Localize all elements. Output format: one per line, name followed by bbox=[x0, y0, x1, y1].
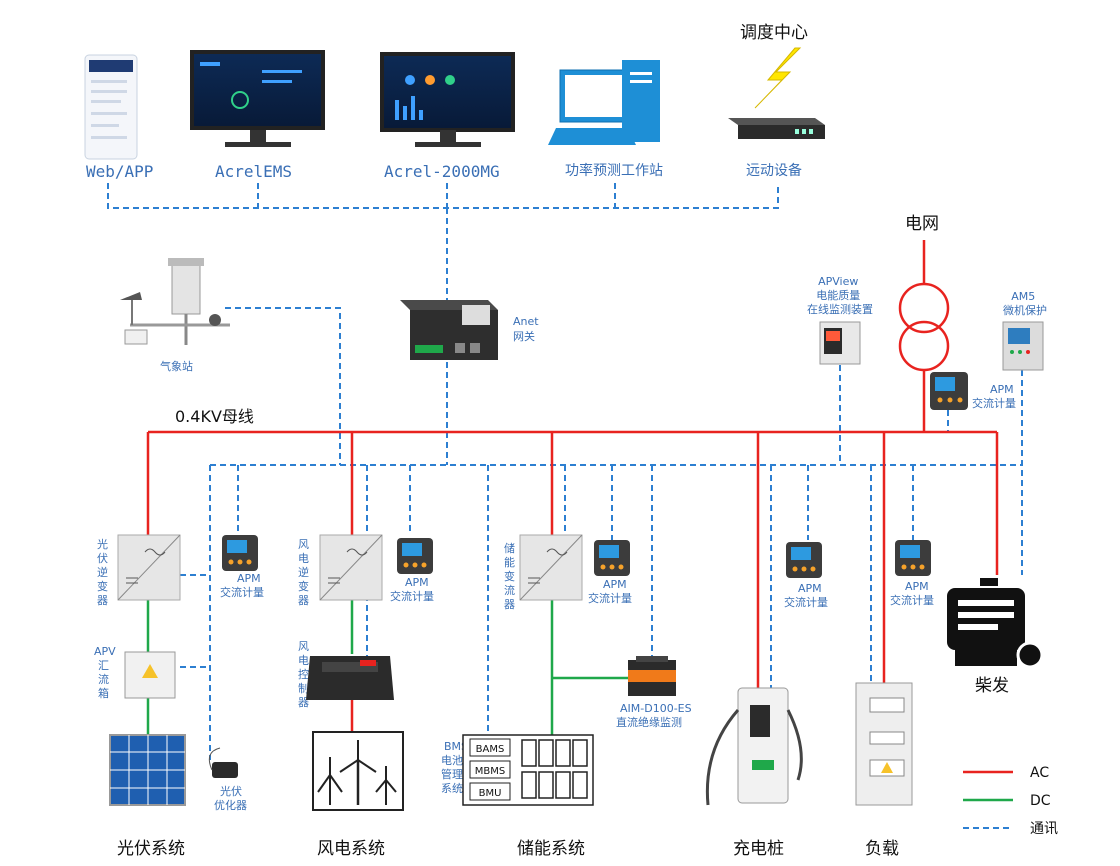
acrel-ems-label: AcrelEMS bbox=[215, 162, 292, 181]
dispatch-center-label: 调度中心 bbox=[740, 23, 808, 43]
acrel-ems-monitor-icon bbox=[190, 50, 325, 147]
pv-combiner-label: APV 汇 流 箱 bbox=[94, 645, 119, 700]
am5-relay-icon bbox=[1002, 321, 1044, 371]
storage-apm-meter-icon bbox=[594, 540, 630, 576]
pv-apm-label: APM 交流计量 bbox=[220, 572, 264, 599]
forecast-station-label: 功率预测工作站 bbox=[565, 162, 663, 179]
wind-controller-label: 风 电 控 制 器 bbox=[298, 640, 313, 709]
wind-turbine-icon bbox=[312, 731, 404, 811]
pv-inverter-icon bbox=[117, 534, 181, 601]
pv-apm-meter-icon bbox=[222, 535, 258, 571]
pv-optimizer-label: 光伏 优化器 bbox=[214, 784, 247, 812]
pv-panel-icon bbox=[109, 734, 186, 806]
wind-inverter-label: 风 电 逆 变 器 bbox=[298, 538, 313, 607]
charging-label: 充电桩 bbox=[733, 839, 784, 859]
dc-lines bbox=[146, 600, 630, 735]
telecontrol-device-icon bbox=[728, 118, 825, 139]
transformer-icon bbox=[898, 282, 950, 372]
pv-inverter-label: 光 伏 逆 变 器 bbox=[97, 537, 112, 607]
acrel-2000mg-label: Acrel-2000MG bbox=[384, 162, 500, 181]
apview-label: APView 电能质量 在线监测装置 bbox=[807, 275, 873, 316]
charging-apm-meter-icon bbox=[786, 542, 822, 578]
apview-device-icon bbox=[819, 321, 861, 365]
diesel-generator-icon bbox=[947, 578, 1044, 669]
wind-apm-label: APM 交流计量 bbox=[390, 576, 434, 603]
pv-system-label: 光伏系统 bbox=[117, 839, 185, 859]
am5-label: AM5 微机保护 bbox=[1003, 290, 1047, 317]
grid-apm-label: APM 交流计量 bbox=[972, 383, 1017, 410]
lightning-icon bbox=[754, 47, 802, 109]
legend-dc: DC bbox=[1030, 793, 1051, 809]
storage-pcs-label: 储 能 变 流 器 bbox=[504, 541, 519, 611]
pv-optimizer-icon bbox=[208, 747, 238, 778]
bms-panel: BAMS MBMS BMU bbox=[462, 734, 594, 806]
aim-monitor-icon bbox=[628, 656, 676, 696]
mbms-box: MBMS bbox=[475, 766, 505, 777]
grid-label: 电网 bbox=[905, 214, 939, 234]
legend-comm: 通讯 bbox=[1030, 821, 1058, 837]
telecontrol-label: 远动设备 bbox=[746, 162, 802, 179]
anet-gateway-icon bbox=[400, 300, 498, 360]
wind-apm-meter-icon bbox=[397, 538, 433, 574]
legend-ac: AC bbox=[1030, 765, 1049, 781]
comm-lines bbox=[107, 183, 1023, 760]
storage-apm-label: APM 交流计量 bbox=[588, 578, 632, 605]
storage-system-label: 储能系统 bbox=[517, 839, 585, 859]
load-label: 负载 bbox=[865, 839, 899, 859]
legend: AC DC 通讯 bbox=[963, 765, 1058, 837]
wind-controller-icon bbox=[306, 656, 394, 700]
workstation-computer-icon bbox=[548, 60, 660, 145]
load-apm-label: APM 交流计量 bbox=[890, 580, 934, 607]
grid-apm-meter-icon bbox=[930, 372, 968, 410]
charging-pile-icon bbox=[705, 687, 803, 806]
battery-cells-icon bbox=[521, 739, 588, 799]
aim-label: AIM-D100-ES 直流绝缘监测 bbox=[616, 702, 695, 729]
weather-station-icon bbox=[120, 258, 230, 345]
bams-box: BAMS bbox=[476, 744, 505, 755]
gateway-label: Anet 网关 bbox=[513, 315, 542, 343]
diesel-label: 柴发 bbox=[975, 676, 1009, 696]
bmu-box: BMU bbox=[479, 788, 502, 799]
web-app-phone-icon bbox=[84, 54, 138, 160]
acrel-2000mg-monitor-icon bbox=[380, 52, 515, 147]
bms-label: BMS 电池 管理 系统 bbox=[441, 740, 472, 795]
ac-lines bbox=[146, 240, 999, 732]
charging-apm-label: APM 交流计量 bbox=[784, 582, 828, 609]
web-app-label: Web/APP bbox=[86, 162, 153, 181]
load-apm-meter-icon bbox=[895, 540, 931, 576]
weather-station-label: 气象站 bbox=[160, 359, 193, 373]
storage-pcs-icon bbox=[519, 534, 583, 601]
pv-combiner-box-icon bbox=[124, 651, 176, 699]
wind-inverter-icon bbox=[319, 534, 383, 601]
load-cabinet-icon bbox=[855, 682, 913, 806]
wind-system-label: 风电系统 bbox=[317, 839, 385, 859]
bus-label: 0.4KV母线 bbox=[175, 407, 254, 426]
